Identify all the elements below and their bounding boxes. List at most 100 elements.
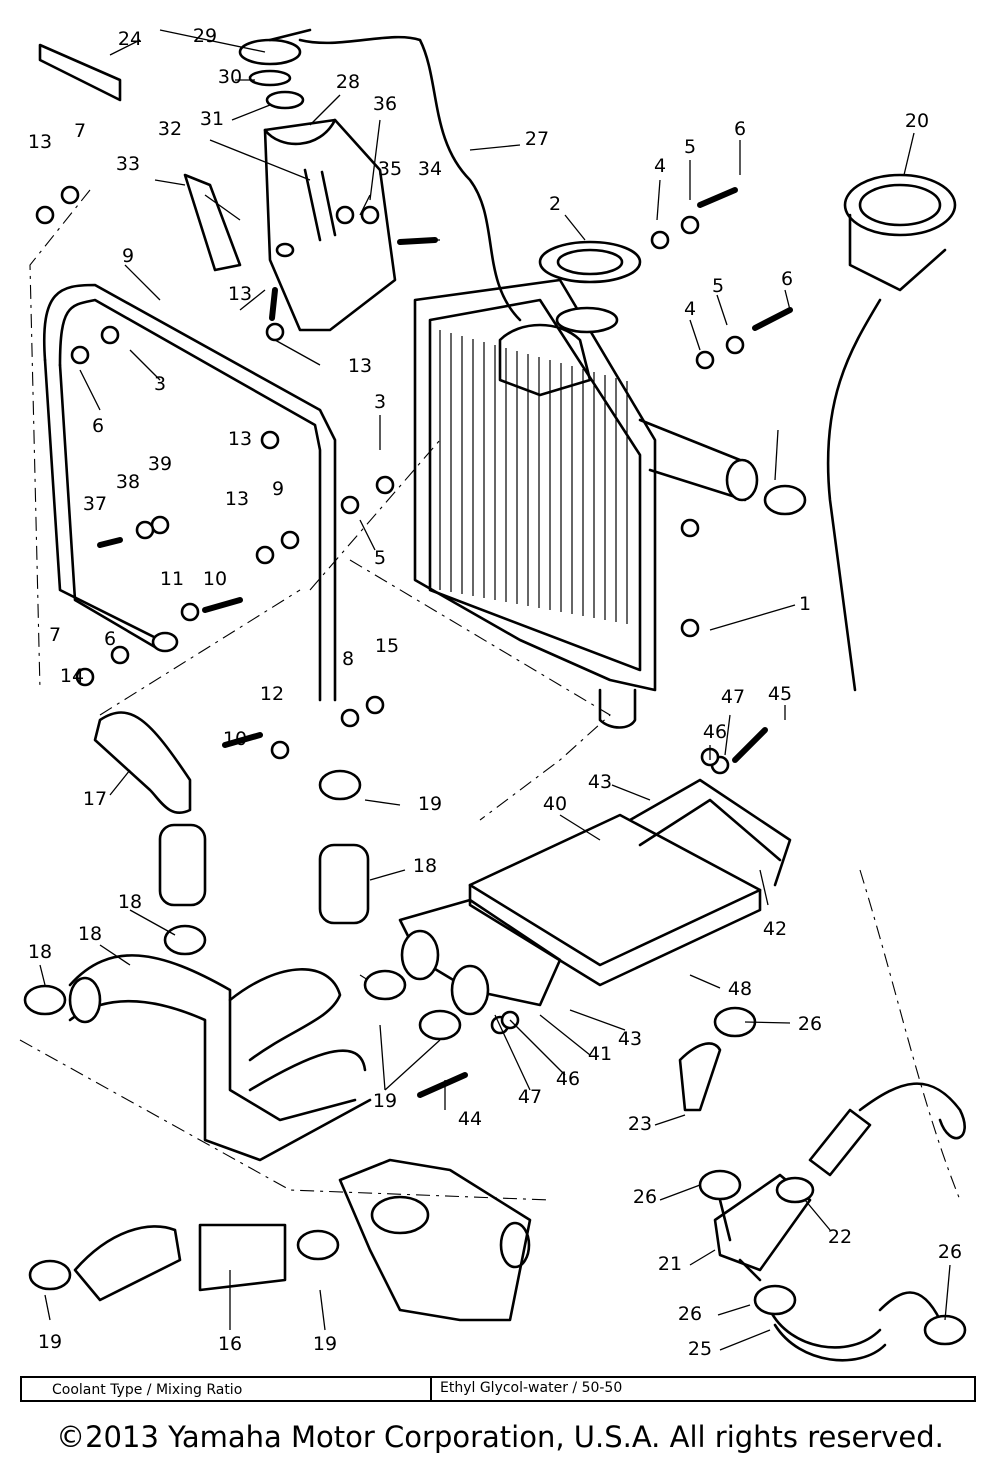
callout-6: 6 — [781, 268, 793, 290]
callout-29: 29 — [193, 25, 217, 47]
bolt — [269, 287, 278, 321]
callout-18: 18 — [118, 891, 142, 913]
callout-43: 43 — [588, 771, 612, 793]
tank-cap-29 — [238, 28, 312, 110]
spec-label: Coolant Type / Mixing Ratio — [22, 1378, 432, 1400]
bracket-24 — [38, 43, 122, 102]
callout-42: 42 — [763, 918, 787, 940]
hose-clamp — [753, 1284, 797, 1316]
callout-5: 5 — [684, 136, 696, 158]
callout-6: 6 — [104, 628, 116, 650]
callout-36: 36 — [373, 93, 397, 115]
callout-17: 17 — [83, 788, 107, 810]
callout-38: 38 — [116, 471, 140, 493]
callout-19: 19 — [38, 1331, 62, 1353]
callout-7: 7 — [74, 120, 86, 142]
callout-14: 14 — [60, 665, 84, 687]
thermostat-housing-21 — [713, 1173, 815, 1282]
callout-27: 27 — [525, 128, 549, 150]
callout-26: 26 — [633, 1186, 657, 1208]
callout-21: 21 — [658, 1253, 682, 1275]
washer — [260, 430, 280, 450]
hose-clamp — [23, 984, 67, 1016]
washer — [110, 645, 130, 665]
washer — [265, 322, 285, 342]
callout-20: 20 — [905, 110, 929, 132]
callout-5: 5 — [374, 547, 386, 569]
callout-5: 5 — [712, 275, 724, 297]
washer — [360, 205, 380, 225]
filler-neck-2 — [538, 240, 642, 284]
washer — [75, 667, 95, 687]
radiator-1 — [413, 278, 759, 729]
callout-9: 9 — [272, 478, 284, 500]
callout-26: 26 — [798, 1013, 822, 1035]
callout-19: 19 — [313, 1333, 337, 1355]
callout-16: 16 — [218, 1333, 242, 1355]
callout-13: 13 — [228, 428, 252, 450]
callout-23: 23 — [628, 1113, 652, 1135]
callout-10: 10 — [203, 568, 227, 590]
hose-clamp — [923, 1314, 967, 1346]
washer — [100, 325, 120, 345]
hose-clamps — [23, 484, 967, 1346]
callout-41: 41 — [588, 1043, 612, 1065]
callout-11: 11 — [160, 568, 184, 590]
callout-4: 4 — [654, 155, 666, 177]
callout-43: 43 — [618, 1028, 642, 1050]
callout-3: 3 — [154, 373, 166, 395]
callout-32: 32 — [158, 118, 182, 140]
washer — [650, 230, 670, 250]
reserve-tank — [263, 118, 397, 332]
callout-10: 10 — [223, 728, 247, 750]
bolt — [732, 727, 768, 763]
hose-clamp — [763, 484, 807, 516]
callout-33: 33 — [116, 153, 140, 175]
hoses-23-25 — [678, 1042, 942, 1362]
washer — [365, 695, 385, 715]
washer — [340, 708, 360, 728]
bolt — [202, 597, 243, 613]
callout-4: 4 — [684, 298, 696, 320]
hose-clamp — [28, 1259, 72, 1291]
callout-18: 18 — [78, 923, 102, 945]
callout-6: 6 — [92, 415, 104, 437]
callout-13: 13 — [225, 488, 249, 510]
callout-47: 47 — [721, 686, 745, 708]
callout-13: 13 — [348, 355, 372, 377]
callout-24: 24 — [118, 28, 142, 50]
washer — [70, 345, 90, 365]
washer — [335, 205, 355, 225]
washer — [280, 530, 300, 550]
callout-13: 13 — [228, 283, 252, 305]
spec-value: Ethyl Glycol-water / 50-50 — [440, 1380, 623, 1396]
coolant-spec-table: Coolant Type / Mixing Ratio Ethyl Glycol… — [20, 1376, 976, 1402]
callout-19: 19 — [418, 793, 442, 815]
temp-sensor-22 — [808, 1082, 966, 1177]
callout-9: 9 — [122, 245, 134, 267]
callout-40: 40 — [543, 793, 567, 815]
callout-7: 7 — [49, 624, 61, 646]
hose-clamp — [418, 1009, 462, 1041]
callout-2: 2 — [549, 193, 561, 215]
callout-13: 13 — [28, 131, 52, 153]
washer — [180, 602, 200, 622]
callout-47: 47 — [518, 1086, 542, 1108]
overflow-hose-27 — [298, 35, 522, 322]
callout-34: 34 — [418, 158, 442, 180]
callout-28: 28 — [336, 71, 360, 93]
callout-46: 46 — [556, 1068, 580, 1090]
bolt — [417, 1072, 468, 1098]
callout-45: 45 — [768, 683, 792, 705]
callout-30: 30 — [218, 66, 242, 88]
hose-clamp — [698, 1169, 742, 1201]
callout-35: 35 — [378, 158, 402, 180]
callout-3: 3 — [374, 391, 386, 413]
hose-clamp — [318, 769, 362, 801]
cooler-outlet-41 — [398, 898, 562, 1016]
bolt — [752, 307, 793, 331]
callout-22: 22 — [828, 1226, 852, 1248]
washer — [375, 475, 395, 495]
callout-39: 39 — [148, 453, 172, 475]
washer — [255, 545, 275, 565]
